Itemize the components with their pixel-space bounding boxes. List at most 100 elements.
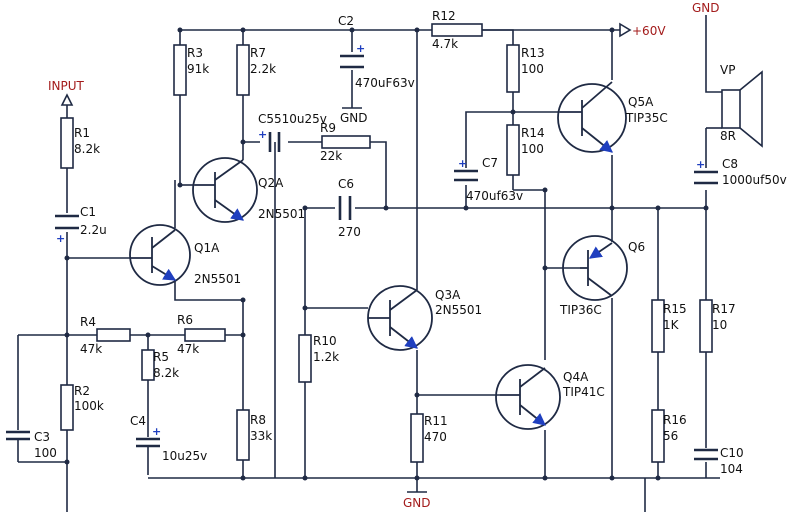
supply-label: +60V [632,24,666,38]
resistor-ref: R13 [521,46,545,60]
resistor-ref: R15 [663,302,687,316]
resistor-value: 8.2k [153,366,179,380]
resistor-r3: R3 91k [173,44,209,96]
capacitor-ref: C7 [482,156,498,170]
resistor-value: 470 [424,430,447,444]
ground-top-label: GND [692,1,720,15]
resistor-ref: R9 [320,121,336,135]
svg-text:+: + [258,128,267,141]
transistor-part: 2N5501 [258,207,305,221]
transistor-ref: Q6 [628,240,645,254]
transistor-ref: Q3A [435,288,461,302]
speaker: VP 8R [720,63,763,148]
resistor-value: 100k [74,399,104,413]
capacitor-c4: + C4 10u25v [130,414,207,463]
transistor-ref: Q4A [563,370,589,384]
speaker-value: 8R [720,129,736,143]
ground-c2-label: GND [340,111,368,125]
resistor-ref: R10 [313,334,337,348]
capacitor-value: 100 [34,446,57,460]
capacitor-c8: + C8 1000uf50v [694,157,787,187]
resistor-r6: R6 47k [177,313,226,356]
capacitor-ref: C5 [258,112,274,126]
resistor-r5: R5 8.2k [141,349,179,381]
resistor-ref: R17 [712,302,736,316]
capacitor-value: 510u25v [274,112,327,126]
svg-text:+: + [356,42,365,55]
resistor-ref: R5 [153,350,169,364]
capacitor-value: 104 [720,462,743,476]
capacitor-ref: C1 [80,205,96,219]
resistor-ref: R16 [663,413,687,427]
transistor-ref: Q1A [194,241,220,255]
resistor-r9: R9 22k [320,121,371,163]
capacitor-c3: C3 100 [6,430,57,460]
transistor-q6: Q6 TIP36C [559,235,645,317]
capacitor-c2: + C2 470uF63v [338,14,415,90]
transistor-part: TIP41C [562,385,605,399]
capacitor-ref: C10 [720,446,744,460]
capacitor-c7: + C7 470uf63v [454,156,523,203]
resistor-ref: R4 [80,315,96,329]
resistor-r1: R1 8.2k [60,117,100,169]
resistor-r17: R17 10 [699,299,736,353]
svg-text:+: + [696,158,705,171]
resistor-r14: R14 100 [506,124,545,176]
resistor-ref: R12 [432,9,456,23]
resistor-r8: R8 33k [236,409,272,461]
resistor-ref: R7 [250,46,266,60]
capacitor-c5: + C5510u25v [258,112,327,152]
resistor-value: 22k [320,149,342,163]
speaker-ref: VP [720,63,735,77]
resistor-r12: R12 4.7k [431,9,483,51]
transistor-part: 2N5501 [194,272,241,286]
capacitor-ref: C2 [338,14,354,28]
svg-text:+: + [458,157,467,170]
resistor-value: 10 [712,318,727,332]
resistor-value: 1K [663,318,680,332]
ground-c2: GND [340,107,368,125]
junction-dots [64,27,709,481]
capacitor-c5-label: C5510u25v [258,112,327,126]
resistor-ref: R3 [187,46,203,60]
capacitor-value: 2.2u [80,223,107,237]
resistor-value: 2.2k [250,62,276,76]
capacitor-ref: C6 [338,177,354,191]
transistor-q3: Q3A 2N5501 [367,285,482,351]
transistor-part: 2N5501 [435,303,482,317]
resistor-value: 4.7k [432,37,458,51]
transistor-q5: Q5A TIP35C [557,81,668,153]
transistor-q2: Q2A 2N5501 [192,157,305,223]
input-label: INPUT [48,79,85,93]
resistor-ref: R6 [177,313,193,327]
ground-bottom-label: GND [403,496,431,510]
transistor-ref: Q2A [258,176,284,190]
capacitor-value: 1000uf50v [722,173,787,187]
resistor-ref: R8 [250,413,266,427]
resistor-value: 33k [250,429,272,443]
capacitor-value: 270 [338,225,361,239]
capacitor-value: 470uF63v [355,76,415,90]
transistor-q1: Q1A 2N5501 [129,224,241,286]
ground-bottom: GND [403,491,431,510]
resistor-r4: R4 47k [80,315,131,356]
capacitor-ref: C4 [130,414,146,428]
ground-top: GND [692,1,720,15]
resistor-ref: R11 [424,414,448,428]
resistor-ref: R14 [521,126,545,140]
resistor-r16: R16 56 [651,409,687,463]
capacitor-value: 10u25v [162,449,207,463]
capacitor-value: 470uf63v [466,189,523,203]
capacitor-c10: C10 104 [694,446,744,476]
input-port: INPUT [48,79,85,106]
resistor-value: 100 [521,62,544,76]
transistor-q4: Q4A TIP41C [495,364,605,430]
svg-text:+: + [152,425,161,438]
resistor-r2: R2 100k [60,384,104,431]
capacitor-c1: + C1 2.2u [55,205,107,245]
resistor-r11: R11 470 [410,413,448,463]
resistor-r7: R7 2.2k [236,44,276,96]
capacitor-c6: C6 270 [338,177,361,239]
capacitor-ref: C8 [722,157,738,171]
